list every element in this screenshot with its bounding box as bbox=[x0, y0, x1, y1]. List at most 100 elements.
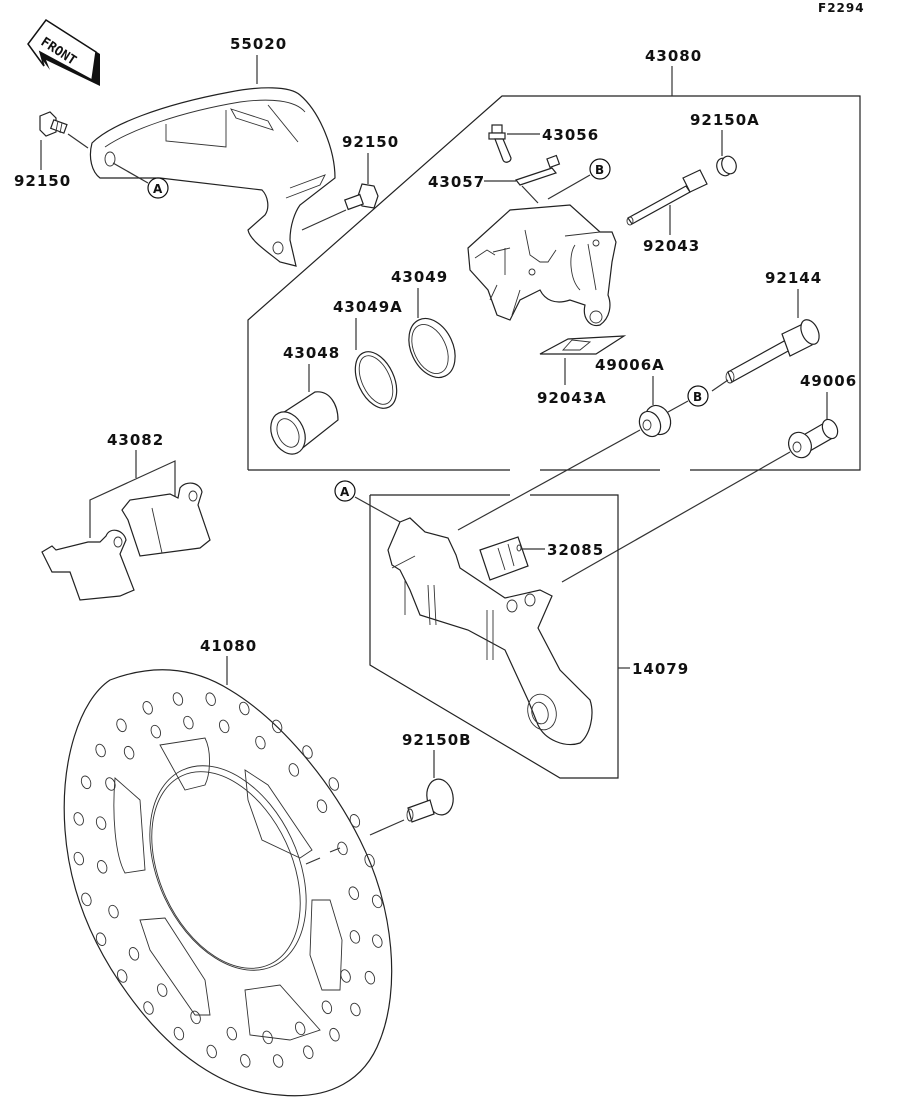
part-caliper-body[interactable] bbox=[467, 204, 617, 327]
part-92150B-disc-bolt[interactable] bbox=[406, 777, 456, 823]
disc-hole bbox=[95, 743, 106, 758]
disc-hole bbox=[364, 970, 376, 985]
disc-hole bbox=[116, 718, 127, 733]
disc-hole bbox=[316, 799, 328, 813]
part-43057-pin-plug[interactable] bbox=[514, 154, 561, 186]
part-32085-pad-spring[interactable] bbox=[479, 536, 529, 581]
disc-hole bbox=[116, 969, 128, 983]
label-92144: 92043A bbox=[537, 389, 607, 407]
disc-hole bbox=[206, 1044, 217, 1059]
label-92150-left: 92150 bbox=[14, 172, 71, 190]
disc-hole bbox=[95, 816, 107, 830]
callout-b-lower: B bbox=[687, 385, 709, 407]
disc-hole bbox=[81, 892, 92, 907]
disc-hole bbox=[143, 1001, 154, 1015]
part-49006A-boot[interactable] bbox=[635, 401, 675, 440]
disc-hole bbox=[190, 1010, 201, 1025]
part-92150-bolt-right[interactable] bbox=[344, 183, 379, 211]
part-92150-bolt-left[interactable] bbox=[39, 111, 68, 137]
label-41080: 41080 bbox=[200, 637, 257, 655]
disc-hole bbox=[348, 886, 360, 900]
disc-hole bbox=[272, 1054, 284, 1068]
disc-hole bbox=[205, 692, 216, 706]
part-92144-pad-spring[interactable] bbox=[539, 335, 627, 355]
label-43080: 43080 bbox=[645, 47, 702, 65]
disc-hole bbox=[271, 719, 283, 734]
label-92150A: 92150A bbox=[690, 111, 760, 129]
disc-hole bbox=[240, 1054, 251, 1068]
label-43048: 43048 bbox=[283, 344, 340, 362]
disc-hole bbox=[255, 735, 266, 750]
svg-text:A: A bbox=[153, 182, 163, 196]
disc-hole bbox=[349, 814, 361, 828]
part-92043A-slide-pin[interactable] bbox=[725, 317, 823, 384]
disc-hole bbox=[142, 701, 153, 715]
figure-code: F2294 bbox=[818, 1, 865, 15]
label-49006: 49006 bbox=[800, 372, 857, 390]
disc-hole bbox=[302, 745, 313, 759]
disc-holes bbox=[73, 692, 383, 1068]
label-14079: 14079 bbox=[632, 660, 689, 678]
label-32085: 32085 bbox=[547, 541, 604, 559]
label-43082: 43082 bbox=[107, 431, 164, 449]
disc-hole bbox=[239, 701, 250, 716]
disc-hole bbox=[226, 1026, 238, 1041]
part-43056-bleeder-valve[interactable] bbox=[488, 124, 512, 163]
part-14079-caliper-bracket[interactable] bbox=[387, 517, 593, 746]
disc-hole bbox=[350, 1002, 361, 1017]
disc-hole bbox=[73, 812, 84, 826]
disc-hole bbox=[340, 969, 351, 983]
part-43082-brake-pads[interactable] bbox=[41, 482, 211, 601]
disc-hole bbox=[294, 1021, 306, 1036]
label-49006A: 49006A bbox=[595, 356, 665, 374]
part-49006-boot[interactable] bbox=[785, 417, 841, 461]
label-55020: 55020 bbox=[230, 35, 287, 53]
front-arrow-icon: FRONT bbox=[27, 18, 100, 86]
disc-hole bbox=[108, 904, 119, 919]
assembly-box-14079 bbox=[369, 494, 619, 779]
disc-hole bbox=[364, 853, 375, 868]
label-92150-right: 92150 bbox=[342, 133, 399, 151]
part-43048-piston[interactable] bbox=[264, 391, 339, 460]
label-43049: 43049 bbox=[391, 268, 448, 286]
disc-hole bbox=[321, 1000, 333, 1015]
callout-a-upper: A bbox=[147, 177, 169, 199]
disc-hole bbox=[371, 894, 383, 909]
svg-text:A: A bbox=[340, 485, 350, 499]
disc-hole bbox=[218, 719, 230, 734]
part-43049A-dust-seal[interactable] bbox=[347, 345, 405, 415]
label-43049A: 43049A bbox=[333, 298, 403, 316]
disc-hole bbox=[172, 692, 184, 706]
svg-text:B: B bbox=[595, 163, 604, 177]
part-41080-brake-disc[interactable] bbox=[63, 669, 393, 1097]
callout-a-lower: A bbox=[334, 480, 356, 502]
disc-hole bbox=[262, 1030, 273, 1045]
label-92150B: 92150B bbox=[402, 731, 472, 749]
assembly-box-43080 bbox=[247, 95, 861, 471]
part-43049-piston-seal[interactable] bbox=[400, 311, 464, 385]
disc-hole bbox=[128, 947, 140, 961]
disc-hole bbox=[183, 715, 194, 730]
disc-hole bbox=[372, 934, 383, 948]
svg-text:B: B bbox=[693, 390, 702, 404]
disc-hole bbox=[288, 763, 300, 777]
part-55020-bracket[interactable] bbox=[89, 87, 336, 267]
disc-hole bbox=[150, 724, 162, 739]
disc-hole bbox=[173, 1026, 185, 1041]
disc-hole bbox=[156, 983, 168, 997]
disc-hole bbox=[337, 841, 348, 856]
disc-hole bbox=[123, 745, 135, 760]
disc-hole bbox=[329, 1027, 340, 1042]
disc-hole bbox=[349, 930, 361, 944]
label-43056: 43056 bbox=[542, 126, 599, 144]
label-92043: 92043 bbox=[643, 237, 700, 255]
disc-hole bbox=[73, 851, 85, 866]
label-43057: 43057 bbox=[428, 173, 485, 191]
part-92043-pad-pin[interactable] bbox=[626, 169, 708, 226]
disc-hole bbox=[95, 932, 107, 946]
disc-hole bbox=[328, 777, 340, 791]
callout-b-upper: B bbox=[589, 158, 611, 180]
part-92150A-plug[interactable] bbox=[714, 154, 738, 178]
disc-hole bbox=[80, 775, 92, 790]
